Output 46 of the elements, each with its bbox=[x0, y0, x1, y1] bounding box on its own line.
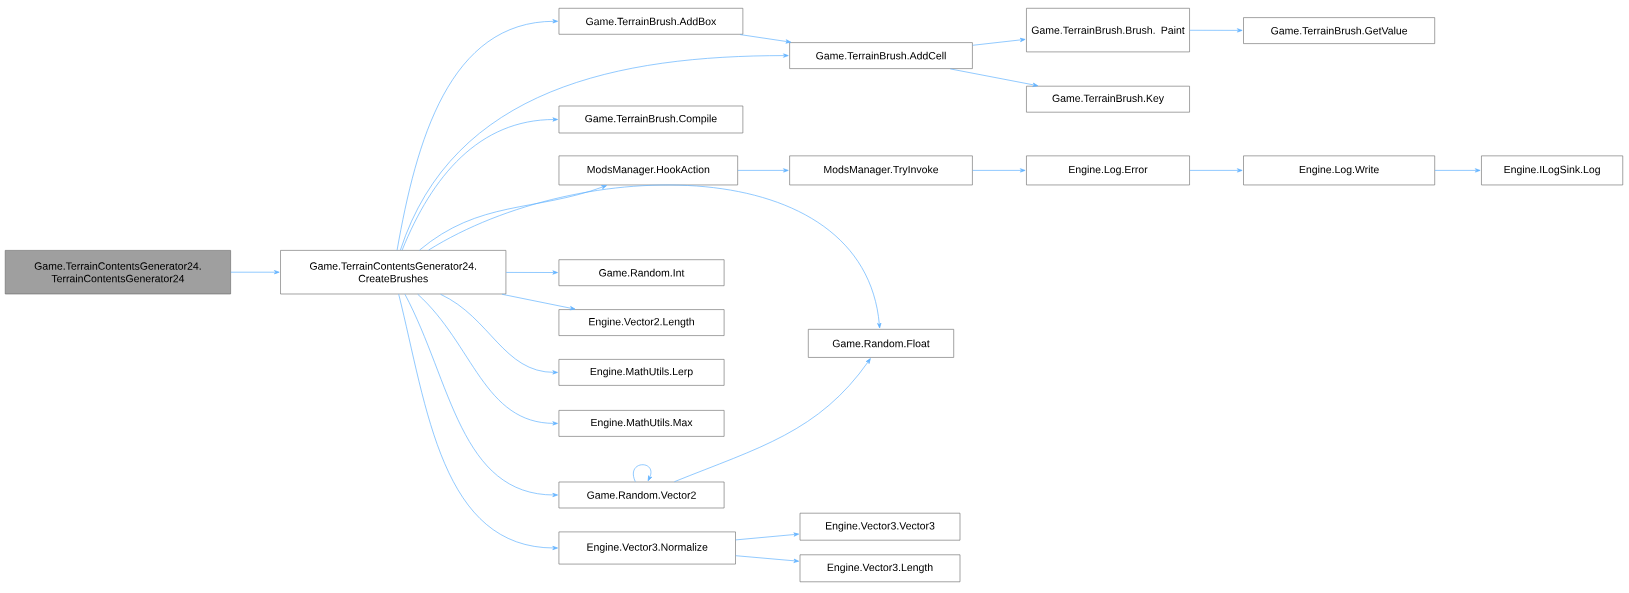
function-box: Engine.Vector3.Vector3 bbox=[799, 512, 961, 541]
function-box: Engine.Vector3.Length bbox=[799, 554, 961, 583]
arrow bbox=[428, 184, 882, 329]
function-box: Engine.ILogSink.Log bbox=[1481, 155, 1624, 186]
arrow bbox=[440, 293, 558, 375]
arrow bbox=[396, 19, 558, 251]
function-box: Engine.Log.Write bbox=[1243, 155, 1435, 186]
arrow bbox=[737, 168, 789, 173]
arrow bbox=[404, 293, 558, 498]
arrow bbox=[501, 293, 576, 311]
function-box: Game.Random.Float bbox=[808, 329, 954, 358]
arrow bbox=[949, 68, 1039, 87]
arrow bbox=[400, 53, 789, 251]
function-box: Engine.MathUtils.Max bbox=[558, 410, 725, 437]
arrow bbox=[398, 293, 558, 551]
function-box: Game.TerrainBrush.Brush. Paint bbox=[1026, 8, 1190, 53]
arrow bbox=[674, 358, 871, 483]
function-box: Engine.Vector3.Normalize bbox=[558, 531, 736, 565]
arrow bbox=[419, 185, 607, 251]
function-box: ModsManager.TryInvoke bbox=[789, 155, 973, 186]
arrow bbox=[633, 464, 653, 483]
function-box: Engine.MathUtils.Lerp bbox=[558, 359, 725, 386]
function-box: Game.TerrainBrush.AddCell bbox=[789, 42, 973, 69]
arrow bbox=[739, 34, 792, 44]
arrow bbox=[1434, 168, 1481, 173]
arrow bbox=[735, 532, 800, 541]
function-box: Game.TerrainBrush.Key bbox=[1026, 85, 1190, 113]
arrow bbox=[972, 37, 1026, 46]
function-box: Game.TerrainContentsGenerator24. TerrainContentsGenerator24 bbox=[4, 250, 231, 295]
function-box: Game.Random.Vector2 bbox=[558, 481, 725, 509]
arrow bbox=[1189, 168, 1243, 173]
function-box: Game.TerrainContentsGenerator24. CreateBrushes bbox=[280, 250, 507, 295]
function-box: ModsManager.HookAction bbox=[558, 155, 738, 186]
function-box: Game.TerrainBrush.Compile bbox=[558, 105, 744, 134]
arrow bbox=[401, 117, 558, 251]
arrow bbox=[505, 270, 558, 275]
arrow bbox=[972, 168, 1026, 173]
arrow bbox=[735, 555, 800, 563]
function-box: Game.TerrainBrush.AddBox bbox=[558, 8, 744, 35]
arrow bbox=[230, 270, 280, 275]
arrow bbox=[417, 293, 558, 426]
function-box: Game.Random.Int bbox=[558, 259, 725, 286]
arrow bbox=[1189, 28, 1243, 33]
function-box: Engine.Vector2.Length bbox=[558, 309, 725, 336]
function-box: Engine.Log.Error bbox=[1026, 155, 1190, 186]
function-box: Game.TerrainBrush.GetValue bbox=[1243, 17, 1435, 44]
